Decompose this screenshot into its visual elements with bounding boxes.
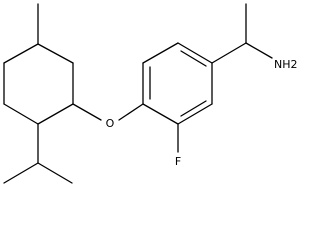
fluorine-substituent: F (175, 123, 181, 168)
side-chain-bond (211, 42, 247, 64)
amine-label: NH2 (274, 58, 298, 71)
molecule-structure: O F NH2 (3, 3, 298, 184)
fluorine-label: F (175, 155, 181, 168)
ether-bond (72, 103, 102, 121)
cyclohexane-ring (3, 43, 74, 125)
isopropyl-bond (37, 162, 73, 184)
ring-bond (37, 103, 74, 125)
benzene-ring (142, 42, 213, 125)
ether-linkage: O (72, 103, 144, 130)
ring-bond (142, 103, 179, 125)
ring-bond (3, 43, 39, 64)
ring-bond (37, 43, 74, 64)
ring-bond (3, 103, 39, 125)
double-bond-inner (180, 100, 207, 117)
ring-bond (177, 103, 213, 125)
isopropyl-group (3, 123, 73, 184)
oxygen-label: O (106, 117, 115, 130)
ether-bond (118, 103, 144, 121)
structure-canvas: O F NH2 (3, 3, 298, 184)
isopropyl-bond (3, 162, 39, 184)
ring-bond (142, 42, 179, 64)
double-bond-inner (180, 50, 207, 67)
ring-bond (177, 42, 213, 64)
amine-bond (245, 42, 273, 59)
aminoethyl-group: NH2 (211, 3, 298, 71)
